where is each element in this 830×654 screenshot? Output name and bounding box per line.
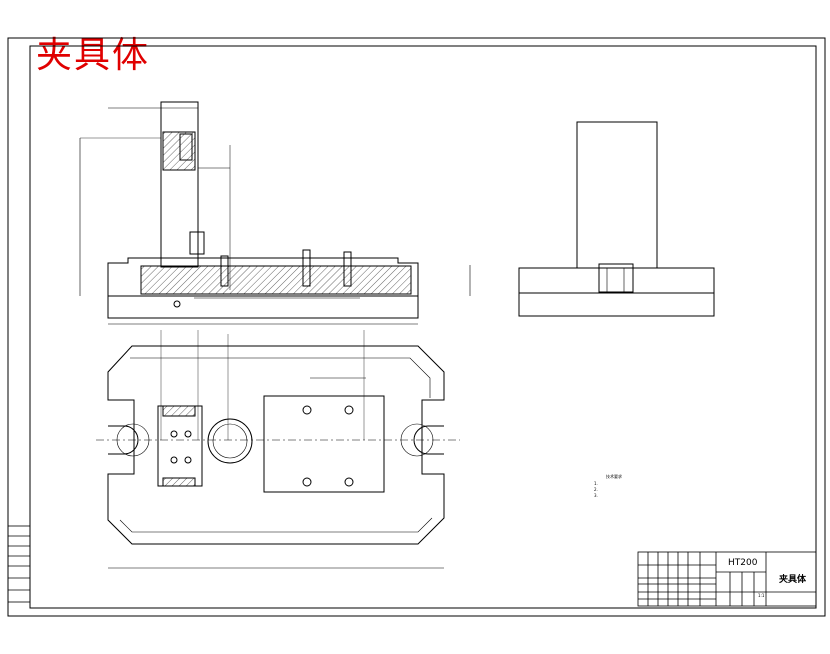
drawing-title-stamp: 夹具体: [36, 35, 151, 76]
front-view: [79, 101, 471, 325]
material-label: HT200: [728, 558, 758, 568]
side-view: [518, 121, 715, 317]
note-item-3: 3.: [594, 493, 598, 498]
part-name-label: 夹具体: [779, 575, 807, 585]
scale-label: 1:1: [758, 593, 765, 598]
title-block: [637, 551, 817, 607]
inner-frame: [29, 45, 817, 609]
outer-frame: [7, 37, 826, 617]
notes-heading: 技术要求: [606, 474, 622, 479]
note-item-1: 1.: [594, 481, 598, 486]
note-item-2: 2.: [594, 487, 598, 492]
margin-info-block: [7, 525, 31, 603]
top-view: [96, 330, 460, 569]
